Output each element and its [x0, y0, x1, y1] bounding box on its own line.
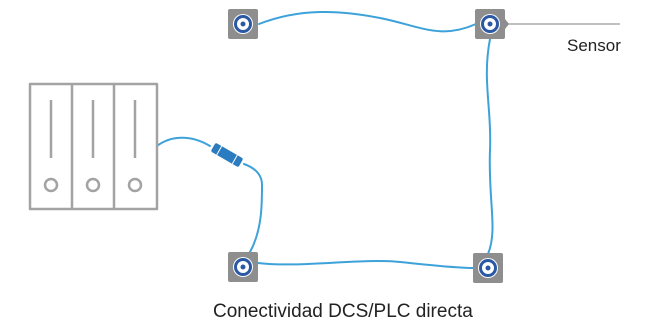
cable-right [485, 38, 494, 255]
server-rack-icon [28, 82, 159, 211]
cable-left [243, 163, 264, 253]
field-device-icon [473, 253, 503, 283]
field-device-icon [228, 9, 258, 39]
diagram-caption: Conectividad DCS/PLC directa [213, 301, 473, 322]
cable-top [258, 10, 477, 33]
field-device-icon [475, 9, 509, 39]
cable-coupler-icon [211, 143, 243, 167]
sensor-label: Sensor [567, 36, 621, 55]
cable-controller [156, 136, 211, 147]
cable-bottom [257, 260, 475, 269]
cable-network [156, 10, 494, 269]
field-device-icon [228, 252, 258, 282]
